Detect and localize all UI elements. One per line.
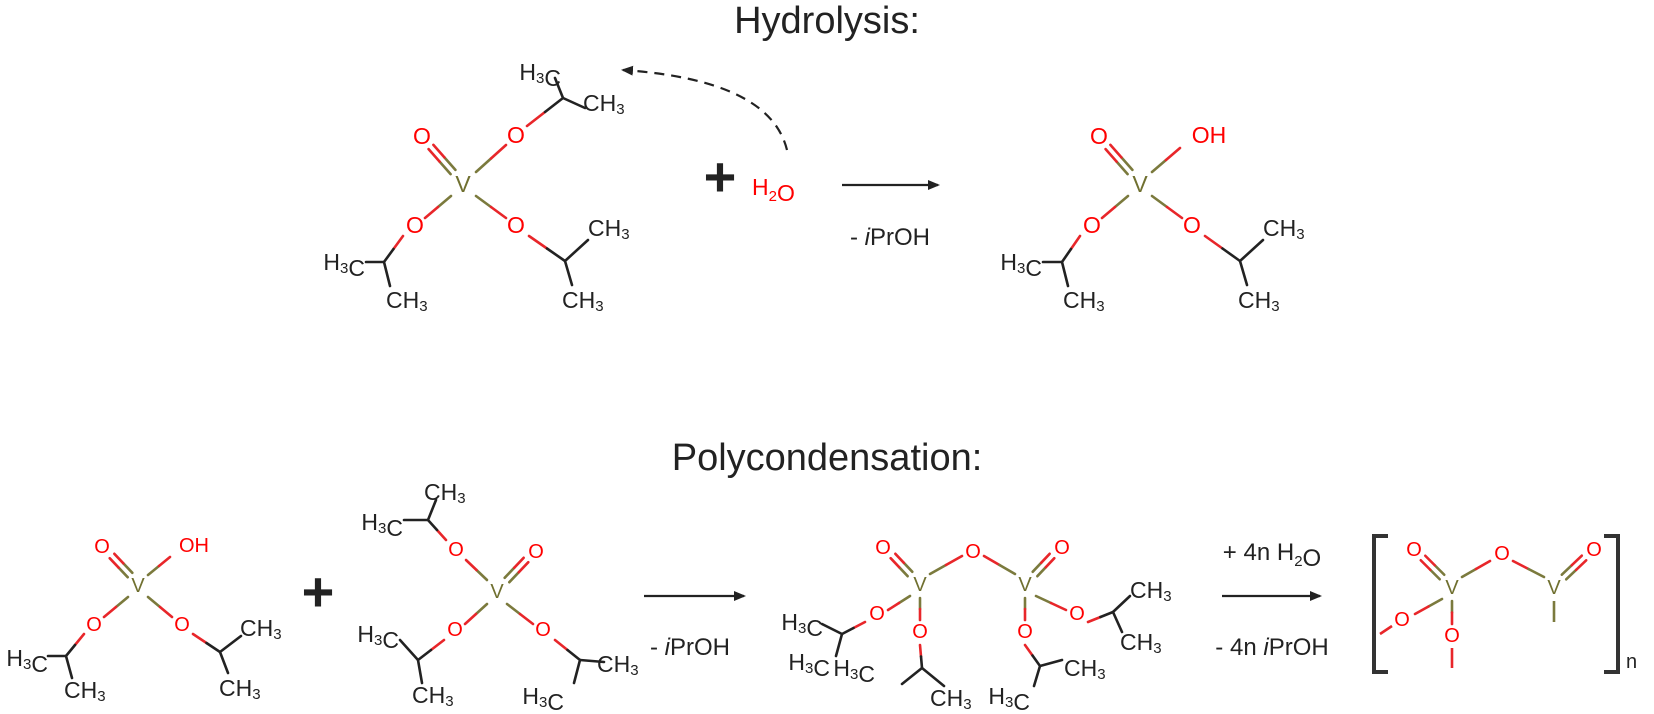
oxygen-atom: O [406,212,424,238]
right-bracket [1604,534,1620,674]
hydrolysis-byproduct-label: - iPrOH [850,224,930,251]
methyl-group-right: CH3 [1064,655,1106,683]
methyl-group-right: CH3 [1063,287,1105,315]
oxygen-atom: O [965,541,981,563]
oxygen-atom: O [1406,539,1422,561]
water-label: H2O [752,174,795,206]
methyl-group-right: CH3 [588,215,630,243]
oxygen-atom: O [1394,609,1410,631]
polycondensation-title: Polycondensation: [672,437,983,479]
vanadium-atom: V [1018,574,1032,596]
oxygen-atom: O [875,537,891,559]
methyl-group-left: H3C [6,645,48,677]
methyl-group-left: H3C [522,683,564,714]
oxygen-atom: O [1069,603,1085,625]
oxygen-atom: O [912,621,928,643]
vanadium-atom: V [1445,577,1459,599]
oxygen-atom: O [1083,212,1101,238]
polymer-water-label: + 4n H2O [1223,539,1321,572]
methyl-group-right: CH3 [424,479,466,507]
methyl-group-right: CH3 [240,615,282,643]
hydroxyl-group: OH [179,535,209,557]
methyl-group-left: H3C [357,621,399,653]
vanadium-atom: V [1547,577,1561,599]
vanadium-atom: V [913,574,927,596]
polymer-byproduct-label: - 4n iPrOH [1215,634,1328,661]
hydroxyl-group: OH [1192,122,1227,148]
vanadium-atom: V [1132,171,1148,197]
plus-sign: + [302,560,335,623]
oxygen-atom: O [1090,123,1108,149]
methyl-group-left: H3C [788,649,830,681]
oxygen-atom: O [1444,625,1460,647]
oxygen-atom: O [507,212,525,238]
methyl-group-right: CH3 [583,90,625,118]
oxygen-atom: O [1586,539,1602,561]
oxygen-atom: O [535,619,551,641]
oxygen-atom: O [1054,537,1070,559]
methyl-group-left: H3C [519,59,561,91]
oxygen-atom: O [1494,543,1510,565]
methyl-group-right: CH3 [1238,287,1280,315]
plus-sign: + [704,145,737,208]
polymer-repeat-unit: n O O O O O V V [1372,534,1637,674]
methyl-group-right: CH3 [1263,215,1305,243]
methyl-group-right: CH3 [412,682,454,710]
oxygen-atom: O [1017,621,1033,643]
oxygen-atom: O [507,122,525,148]
oxygen-atom: O [448,539,464,561]
vanadium-atom: V [455,171,471,197]
methyl-group-left: H3C [988,683,1030,714]
methyl-group-left: H3C [361,509,403,541]
left-bracket [1372,534,1388,674]
methyl-group-right: CH3 [597,651,639,679]
methyl-group-left: H3C [323,249,365,281]
repeat-subscript: n [1626,651,1637,673]
methyl-group-left: H3C [781,609,823,641]
methyl-group-right: CH3 [1120,629,1162,657]
methyl-group-right: CH3 [64,677,106,705]
nucleophilic-attack-arrow [621,65,789,151]
methyl-group-right: CH3 [219,675,261,703]
oxygen-atom: O [174,614,190,636]
hydrolysis-title: Hydrolysis: [734,0,920,42]
vanadium-atom: V [131,575,145,597]
methyl-group-right: CH3 [562,287,604,315]
oxygen-atom: O [86,614,102,636]
methyl-group-right: CH3 [1130,577,1172,605]
methyl-group-right: CH3 [930,685,972,713]
water-molecule: H2O [752,174,795,206]
methyl-group-left: H3C [1000,249,1042,281]
oxygen-atom: O [869,603,885,625]
methyl-group-left: H3C [833,655,875,687]
oxygen-atom: O [413,123,431,149]
oxygen-atom: O [94,536,110,558]
oxygen-atom: O [447,619,463,641]
oxygen-atom: O [1183,212,1201,238]
condensation-byproduct-label: - iPrOH [650,634,730,661]
methyl-group-right: CH3 [386,287,428,315]
oxygen-atom: O [528,541,544,563]
vanadium-atom: V [490,581,504,603]
